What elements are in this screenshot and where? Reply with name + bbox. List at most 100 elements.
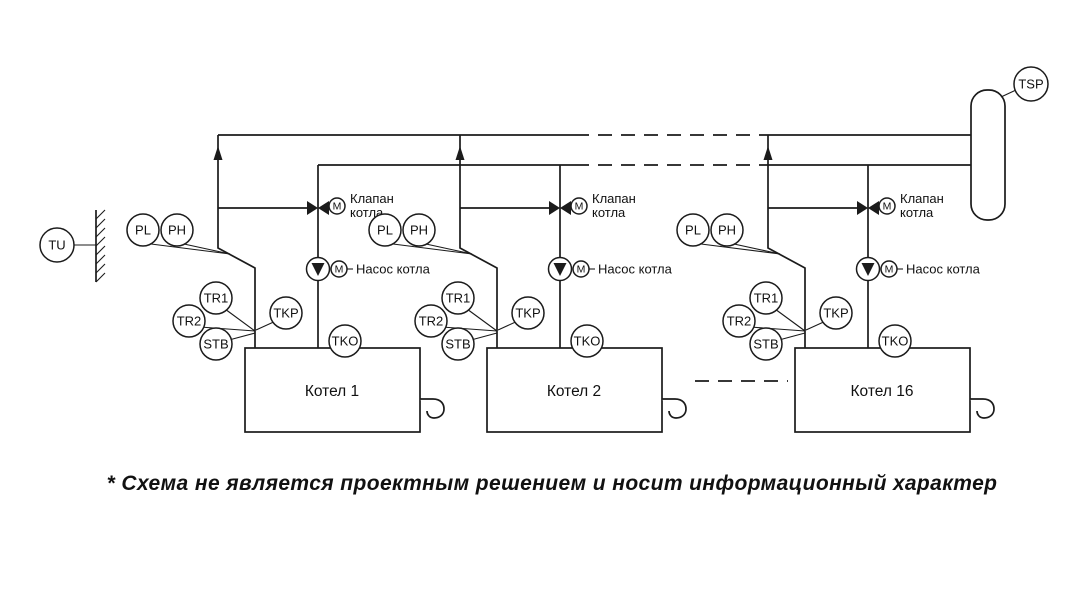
flow-direction-arrow — [763, 146, 773, 160]
sensor-leader-line — [1000, 89, 1017, 98]
tko-sensor — [878, 324, 912, 358]
pump-impeller-triangle — [861, 263, 875, 276]
tr2-sensor-label: TR2 — [419, 314, 444, 329]
pl-sensor-label: PL — [377, 223, 393, 238]
boiler-label: Котел 1 — [305, 383, 359, 400]
boiler-group-1: M Клапан котла M Насос котла PL PH TR1 T… — [126, 135, 445, 433]
boiler-label: Котел 16 — [851, 383, 914, 400]
pump-caption: Насос котла — [598, 262, 673, 277]
sensor-leader-line — [749, 326, 806, 332]
valve-caption-line2: котла — [900, 205, 934, 220]
burner-outlet-icon — [420, 398, 445, 419]
pump-motor-label: M — [885, 264, 894, 276]
sensor-leader-line — [199, 326, 256, 332]
tr2-sensor-label: TR2 — [727, 314, 752, 329]
boiler-group-16: M Клапан котла M Насос котла PL PH TR1 T… — [676, 135, 995, 433]
pump-caption: Насос котла — [906, 262, 981, 277]
tr1-sensor — [441, 281, 475, 315]
tr1-sensor — [749, 281, 783, 315]
tr1-sensor — [199, 281, 233, 315]
valve-motor-label: M — [883, 201, 892, 213]
sensor-leader-line — [778, 332, 806, 341]
sensor-leader-line — [425, 243, 473, 255]
three-way-motor-valve-icon — [549, 201, 560, 215]
valve-motor-label: M — [333, 201, 342, 213]
sensor-leader-line — [700, 243, 781, 255]
tr2-sensor — [414, 304, 448, 338]
tr1-sensor-label: TR1 — [446, 291, 471, 306]
boiler-supply-pipe — [217, 135, 256, 348]
ph-sensor — [402, 213, 436, 247]
pump-motor-label: M — [577, 264, 586, 276]
tsp-sensor-label: TSP — [1018, 77, 1043, 92]
hydraulic-separator-assembly: TSP — [970, 66, 1049, 221]
burner-outlet-icon — [970, 398, 995, 419]
tr1-sensor-label: TR1 — [204, 291, 229, 306]
valve-caption-line1: Клапан — [350, 191, 394, 206]
stb-sensor — [441, 327, 475, 361]
tr2-sensor-label: TR2 — [177, 314, 202, 329]
ph-sensor-label: PH — [410, 223, 428, 238]
tr1-sensor-label: TR1 — [754, 291, 779, 306]
pl-sensor — [126, 213, 160, 247]
sensor-leader-line — [466, 308, 498, 332]
outdoor-sensor-assembly: TU — [39, 209, 106, 283]
burner-outlet-icon — [662, 398, 687, 419]
hydraulic-separator-vessel — [970, 89, 1006, 221]
flow-direction-arrow — [455, 146, 465, 160]
three-way-motor-valve-icon — [868, 201, 879, 215]
valve-motor-label: M — [575, 201, 584, 213]
tr2-sensor — [172, 304, 206, 338]
boiler-supply-pipe — [459, 135, 498, 348]
pump-motor-label: M — [335, 264, 344, 276]
boiler-label: Котел 2 — [547, 383, 601, 400]
sensor-leader-line — [774, 308, 806, 332]
tkp-sensor — [511, 296, 545, 330]
tko-sensor-label: TKO — [574, 334, 601, 349]
valve-motor-icon — [570, 197, 588, 215]
stb-sensor — [199, 327, 233, 361]
boiler-body — [486, 347, 663, 433]
ph-sensor-label: PH — [168, 223, 186, 238]
stb-sensor-label: STB — [445, 337, 470, 352]
tkp-sensor-label: TKP — [273, 306, 298, 321]
stb-sensor-label: STB — [753, 337, 778, 352]
tko-sensor — [328, 324, 362, 358]
sensor-leader-line — [392, 243, 473, 255]
pump-impeller-triangle — [311, 263, 325, 276]
pl-sensor — [676, 213, 710, 247]
tko-sensor — [570, 324, 604, 358]
valve-caption-line2: котла — [592, 205, 626, 220]
pl-sensor-label: PL — [135, 223, 151, 238]
boiler-body — [244, 347, 421, 433]
valve-motor-icon — [328, 197, 346, 215]
pl-sensor — [368, 213, 402, 247]
boiler-body — [794, 347, 971, 433]
boiler-group-2: M Клапан котла M Насос котла PL PH TR1 T… — [368, 135, 687, 433]
disclaimer-note: * Схема не является проектным решением и… — [107, 472, 998, 495]
tr2-sensor — [722, 304, 756, 338]
three-way-motor-valve-icon — [307, 201, 318, 215]
tko-sensor-label: TKO — [332, 334, 359, 349]
tkp-sensor — [819, 296, 853, 330]
pump-impeller-triangle — [553, 263, 567, 276]
valve-motor-icon — [878, 197, 896, 215]
ph-sensor — [160, 213, 194, 247]
sensor-leader-line — [183, 243, 231, 255]
sensor-leader-line — [150, 243, 231, 255]
pl-sensor-label: PL — [685, 223, 701, 238]
tkp-sensor-label: TKP — [515, 306, 540, 321]
sensor-leader-line — [441, 326, 498, 332]
tu-sensor — [39, 227, 75, 263]
ph-sensor-label: PH — [718, 223, 736, 238]
three-way-motor-valve-icon — [857, 201, 868, 215]
sensor-leader-line — [224, 308, 256, 332]
valve-caption-line1: Клапан — [592, 191, 636, 206]
pump-caption: Насос котла — [356, 262, 431, 277]
flow-direction-arrow — [213, 146, 223, 160]
valve-caption-line1: Клапан — [900, 191, 944, 206]
stb-sensor — [749, 327, 783, 361]
sensor-leader-line — [733, 243, 781, 255]
